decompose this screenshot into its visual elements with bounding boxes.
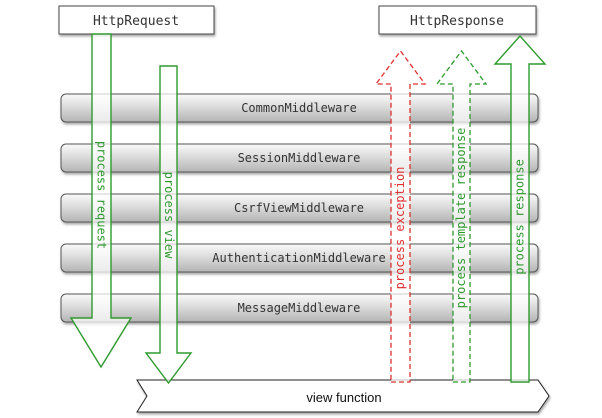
view-function-label: view function xyxy=(306,390,381,405)
middleware-label: AuthenticationMiddleware xyxy=(212,251,385,265)
process-template-response-label: process template response xyxy=(454,128,468,309)
process-exception-label: process exception xyxy=(393,167,407,290)
view-function-banner: view function xyxy=(136,379,550,413)
process-request-arrow: process request xyxy=(69,33,133,369)
http-response-label: HttpResponse xyxy=(410,14,504,29)
middleware-label: MessageMiddleware xyxy=(238,301,361,315)
http-request-box: HttpRequest xyxy=(58,5,215,35)
middleware-bar-message: MessageMiddleware xyxy=(60,293,539,323)
middleware-stack: CommonMiddleware SessionMiddleware CsrfV… xyxy=(60,93,539,323)
middleware-label: CommonMiddleware xyxy=(241,101,357,115)
process-exception-arrow: process exception xyxy=(374,49,427,383)
http-response-box: HttpResponse xyxy=(378,5,537,35)
middleware-bar-authentication: AuthenticationMiddleware xyxy=(60,243,539,273)
middleware-bar-common: CommonMiddleware xyxy=(60,93,539,123)
middleware-bar-csrf: CsrfViewMiddleware xyxy=(60,193,539,223)
process-request-label: process request xyxy=(95,141,109,249)
http-request-label: HttpRequest xyxy=(93,14,179,29)
middleware-label: SessionMiddleware xyxy=(238,151,361,165)
process-response-arrow: process response xyxy=(493,34,547,383)
middleware-bar-session: SessionMiddleware xyxy=(60,143,539,173)
process-view-label: process view xyxy=(162,172,176,259)
process-template-response-arrow: process template response xyxy=(435,49,488,383)
middleware-label: CsrfViewMiddleware xyxy=(234,201,364,215)
process-response-label: process response xyxy=(513,159,527,275)
process-view-arrow: process view xyxy=(144,65,193,385)
